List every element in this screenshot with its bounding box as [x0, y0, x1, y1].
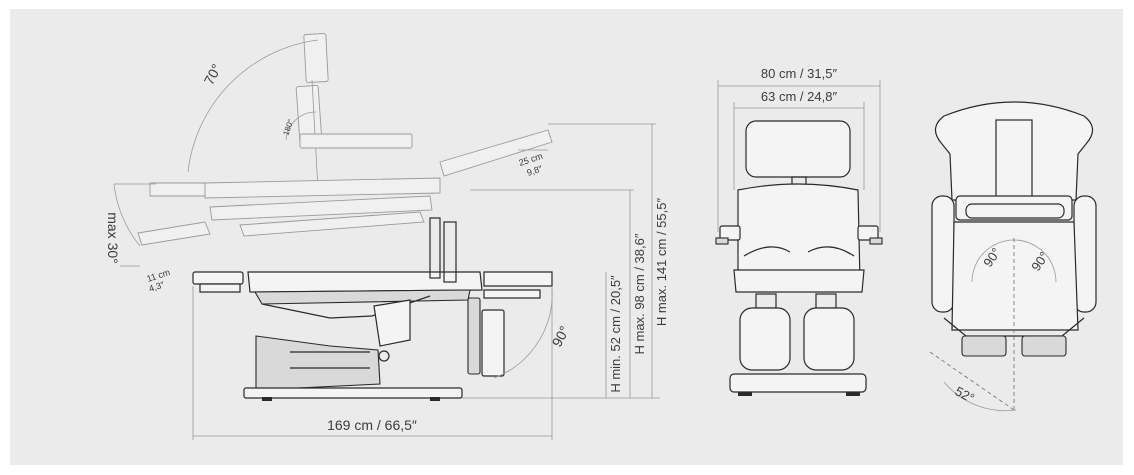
side-view [113, 33, 660, 440]
height-max-total-label: H max. 141 cm / 55,5″ [654, 198, 669, 327]
seat-tilt-arc [113, 183, 141, 247]
length-label: 169 cm / 66,5″ [327, 417, 417, 433]
front-backrest [737, 183, 861, 283]
head-low-in-label: 4,3″ [148, 279, 167, 294]
top-seat [951, 221, 1079, 331]
top-armrest-left [931, 195, 955, 313]
height-min-label: H min. 52 cm / 20,5″ [608, 275, 623, 393]
ghost-reclined [137, 129, 553, 246]
front-width-outer-label: 80 cm / 31,5″ [761, 66, 838, 81]
backrest-angle-arc [187, 39, 319, 173]
height-max-seat-label: H max. 98 cm / 38,6″ [632, 233, 647, 354]
front-view [715, 80, 883, 396]
front-leg-right [803, 307, 855, 371]
top-headrest-wings [934, 101, 1094, 201]
fold-angle-arc [285, 111, 317, 141]
top-armrest-right [1073, 195, 1097, 313]
seat-tilt-label: max 30° [105, 212, 121, 264]
backrest-angle-label: 70° [201, 61, 225, 87]
top-view [929, 101, 1097, 412]
leg-extension-in-label: 9,8″ [526, 163, 545, 178]
front-headrest [745, 120, 851, 178]
chair-side-main [192, 217, 553, 401]
front-leg-left [739, 307, 791, 371]
top-swivel-label: 52° [953, 383, 977, 405]
front-base [729, 373, 867, 393]
front-width-inner-label: 63 cm / 24,8″ [761, 89, 838, 104]
backrest-fold-label: 180° [281, 118, 295, 137]
ghost-backrest-raised [295, 33, 413, 191]
